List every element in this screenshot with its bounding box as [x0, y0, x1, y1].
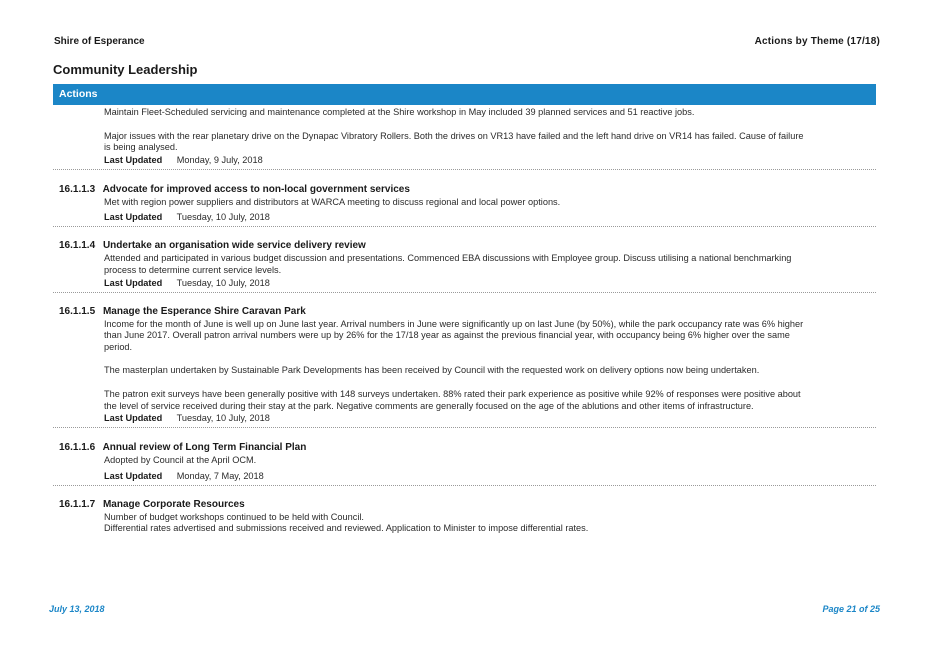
action-title: Advocate for improved access to non-loca… [102, 183, 410, 195]
last-updated: Last Updated Monday, 9 July, 2018 [104, 154, 876, 166]
action-title: Undertake an organisation wide service d… [102, 240, 366, 252]
last-updated-date: Monday, 9 July, 2018 [176, 154, 263, 165]
page-footer: July 13, 2018 Page 21 of 25 [49, 604, 880, 616]
action-item: 16.1.1.4 Undertake an organisation wide … [53, 239, 876, 293]
action-paragraph: Differential rates advertised and submis… [104, 523, 589, 534]
action-paragraph: Maintain Fleet-Scheduled servicing and m… [104, 107, 695, 117]
page-header: Shire of Esperance Actions by Theme (17/… [54, 36, 880, 50]
last-updated-label: Last Updated [104, 470, 163, 481]
action-paragraph: Number of budget workshops continued to … [104, 511, 364, 522]
action-number: 16.1.1.5 [59, 305, 96, 317]
last-updated-label: Last Updated [104, 277, 163, 288]
last-updated-date: Tuesday, 10 July, 2018 [176, 277, 270, 288]
action-body: Adopted by Council at the April OCM. [104, 455, 804, 467]
action-body: Maintain Fleet-Scheduled servicing and m… [104, 107, 804, 154]
action-body: Met with region power suppliers and dist… [104, 197, 804, 209]
divider [53, 291, 876, 293]
action-heading: 16.1.1.4 Undertake an organisation wide … [59, 239, 876, 253]
action-number: 16.1.1.4 [59, 240, 96, 252]
last-updated-label: Last Updated [104, 154, 163, 165]
action-item: 16.1.1.5 Manage the Esperance Shire Cara… [53, 305, 876, 429]
actions-section-bar: Actions [53, 84, 876, 105]
divider [53, 484, 876, 486]
action-heading: 16.1.1.7 Manage Corporate Resources [59, 498, 876, 512]
action-heading: 16.1.1.3 Advocate for improved access to… [59, 183, 876, 197]
action-paragraph: Met with region power suppliers and dist… [104, 196, 561, 207]
action-heading: 16.1.1.5 Manage the Esperance Shire Cara… [59, 305, 876, 319]
page-number: Page 21 of 25 [822, 604, 880, 614]
action-paragraph: The patron exit surveys have been genera… [104, 388, 801, 411]
action-paragraph: Attended and participated in various bud… [104, 253, 792, 275]
last-updated-date: Monday, 7 May, 2018 [176, 470, 264, 481]
action-title: Manage the Esperance Shire Caravan Park [102, 305, 306, 317]
action-body: Attended and participated in various bud… [104, 253, 804, 276]
action-body: Number of budget workshops continued to … [104, 512, 804, 535]
divider [53, 427, 876, 429]
action-paragraph: Adopted by Council at the April OCM. [104, 455, 257, 466]
action-item: 16.1.1.3 Advocate for improved access to… [53, 183, 876, 228]
actions-list: Maintain Fleet-Scheduled servicing and m… [53, 107, 876, 535]
last-updated-date: Tuesday, 10 July, 2018 [176, 212, 270, 223]
last-updated-label: Last Updated [104, 413, 163, 424]
action-number: 16.1.1.3 [59, 183, 96, 195]
divider [53, 226, 876, 228]
report-title: Actions by Theme (17/18) [754, 36, 880, 47]
action-number: 16.1.1.7 [59, 498, 96, 510]
action-paragraph: Income for the month of June is well up … [104, 318, 804, 352]
last-updated: Last Updated Monday, 7 May, 2018 [104, 470, 876, 482]
action-item: 16.1.1.6 Annual review of Long Term Fina… [53, 441, 876, 486]
action-title: Manage Corporate Resources [102, 498, 245, 510]
footer-date: July 13, 2018 [49, 604, 105, 614]
last-updated-label: Last Updated [104, 212, 163, 223]
action-heading: 16.1.1.6 Annual review of Long Term Fina… [59, 441, 876, 455]
action-paragraph: The masterplan undertaken by Sustainable… [104, 365, 760, 376]
action-number: 16.1.1.6 [59, 442, 96, 454]
last-updated: Last Updated Tuesday, 10 July, 2018 [104, 277, 876, 289]
last-updated: Last Updated Tuesday, 10 July, 2018 [104, 412, 876, 424]
action-paragraph: Major issues with the rear planetary dri… [104, 130, 804, 153]
last-updated-date: Tuesday, 10 July, 2018 [176, 413, 270, 424]
last-updated: Last Updated Tuesday, 10 July, 2018 [104, 211, 876, 223]
action-body: Income for the month of June is well up … [104, 319, 804, 413]
organisation-name: Shire of Esperance [54, 36, 145, 47]
action-item: 16.1.1.7 Manage Corporate Resources Numb… [53, 498, 876, 535]
action-title: Annual review of Long Term Financial Pla… [102, 442, 307, 454]
theme-title: Community Leadership [53, 62, 198, 77]
action-continued: Maintain Fleet-Scheduled servicing and m… [53, 107, 876, 170]
divider [53, 168, 876, 170]
